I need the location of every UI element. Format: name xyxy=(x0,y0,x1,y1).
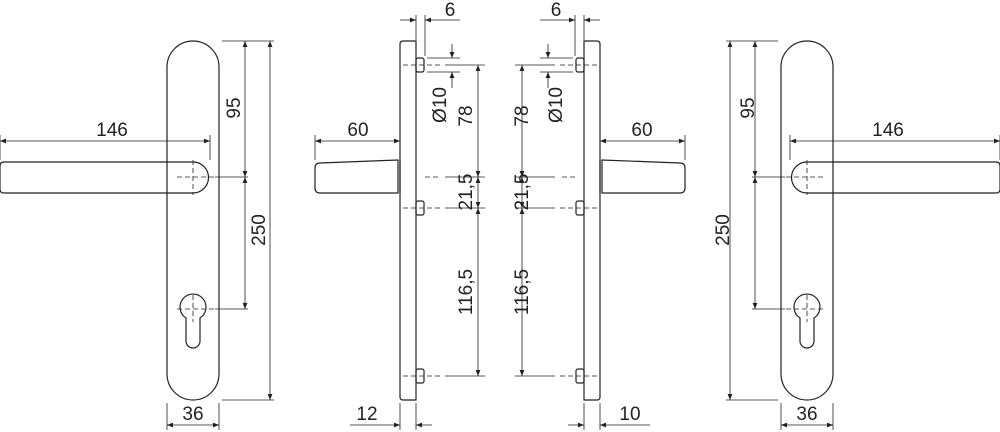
dim-plate-width: 36 xyxy=(796,404,817,425)
dim-screw-offset: 6 xyxy=(551,0,562,21)
dim-plate-thickness: 12 xyxy=(356,404,377,425)
dim-screw-to-spindle: 78 xyxy=(456,105,477,126)
dim-screw-diameter: Ø10 xyxy=(546,87,567,123)
dim-plate-width: 36 xyxy=(182,404,203,425)
dim-lever-length: 146 xyxy=(872,120,904,141)
dim-lever-projection: 60 xyxy=(347,120,368,141)
left-hand-handle xyxy=(0,15,485,430)
dim-screw-diameter: Ø10 xyxy=(430,87,451,123)
dim-top-to-spindle: 95 xyxy=(224,97,245,118)
dim-top-to-spindle: 95 xyxy=(738,97,759,118)
left-labels: 146 95 250 36 60 6 Ø10 78 21,5 116,5 12 xyxy=(96,0,477,425)
dim-screw-offset: 6 xyxy=(445,0,456,21)
dim-screw-to-spindle: 78 xyxy=(512,105,533,126)
dim-screw-spacing: 116,5 xyxy=(512,269,533,315)
dim-plate-thickness: 10 xyxy=(619,404,640,425)
right-labels: 146 95 250 36 60 6 Ø10 78 21,5 116,5 10 xyxy=(512,0,904,425)
dim-lever-length: 146 xyxy=(96,120,128,141)
dim-total-height: 250 xyxy=(249,214,270,246)
dim-total-height: 250 xyxy=(713,214,734,246)
dim-spindle-to-screw: 21,5 xyxy=(512,174,533,211)
dim-screw-spacing: 116,5 xyxy=(456,269,477,315)
right-hand-handle xyxy=(515,15,1000,430)
dim-lever-projection: 60 xyxy=(631,120,652,141)
dim-spindle-to-screw: 21,5 xyxy=(456,174,477,211)
